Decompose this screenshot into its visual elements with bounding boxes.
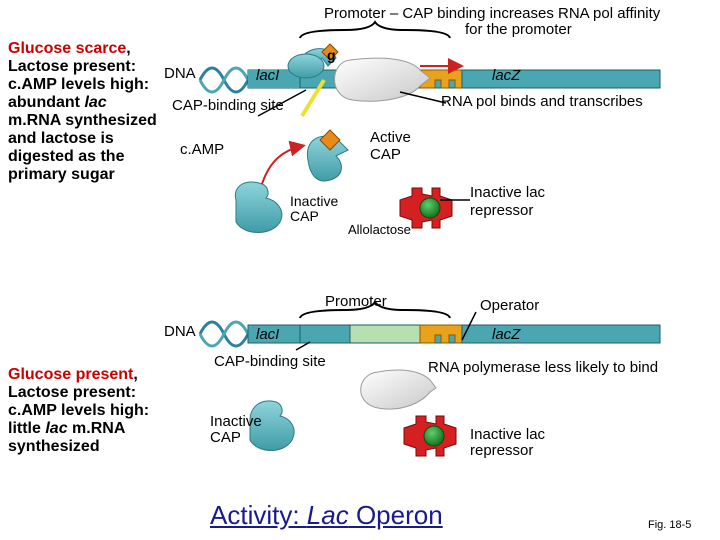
rna-pol-pointer-top — [399, 91, 447, 104]
inactive-cap-label-bottom-2: CAP — [210, 429, 241, 446]
top-heading-line2: for the promoter — [465, 21, 572, 38]
cap-site-pointer-bottom — [295, 341, 311, 351]
cap-site-highlight-top — [300, 78, 326, 118]
dna-helix-bottom — [198, 320, 250, 348]
camp-diamond-active — [319, 129, 341, 151]
inactive-repressor-bottom-1: Inactive lac — [470, 426, 546, 443]
lacz-label-bottom: lacZ — [492, 326, 521, 343]
bottom-side-text: Glucose present, Lactose present: c.AMP … — [8, 366, 150, 455]
top-heading-line1: Promoter – CAP binding increases RNA pol… — [324, 5, 661, 22]
camp-label: c.AMP — [180, 141, 225, 158]
laci-segment-top — [248, 70, 300, 88]
g-label: g — [327, 47, 336, 63]
inactive-cap-bottom — [249, 400, 295, 451]
inactive-repressor-bottom — [403, 415, 457, 457]
cap-binding-site-top: CAP-binding site — [172, 97, 284, 114]
glucose-present: Glucose present — [8, 366, 134, 383]
inactive-repressor-bottom-2: repressor — [470, 442, 534, 459]
active-cap-free — [306, 135, 349, 182]
inactive-repressor-top — [399, 187, 453, 229]
active-cap-label-2: CAP — [370, 146, 401, 163]
cap-binding-site-bottom: CAP-binding site — [214, 353, 326, 370]
active-cap-label-1: Active — [370, 129, 411, 146]
rna-pol-binds-label: RNA pol binds and transcribes — [441, 93, 643, 110]
rna-polymerase-bottom — [360, 369, 437, 410]
allolactose-label: Allolactose — [348, 222, 411, 237]
promoter-label: Promoter — [325, 293, 387, 310]
inactive-repressor-top-1: Inactive lac — [470, 184, 546, 201]
camp-binding-arrow — [261, 140, 306, 185]
dna-label-bottom: DNA — [164, 323, 196, 340]
inactive-repressor-top-2: repressor — [470, 202, 534, 219]
laci-label-top: lacI — [256, 67, 280, 84]
top-side-text: Glucose scarce, Lactose present: c.AMP l… — [8, 40, 157, 183]
lacz-segment-top — [461, 69, 661, 89]
inactive-cap-label-top-2: CAP — [290, 208, 319, 224]
rna-pol-less-likely-label: RNA polymerase less likely to bind — [428, 359, 659, 376]
operator-segment-bottom — [419, 324, 463, 344]
dna-label-top: DNA — [164, 65, 196, 82]
promoter-bracket-bottom — [299, 300, 451, 319]
activity-link[interactable]: Activity: Lac Operon — [210, 500, 443, 530]
operator-pointer-bottom — [461, 311, 477, 341]
cap-site-segment-bottom — [299, 324, 351, 344]
lacz-label-top: lacZ — [492, 67, 521, 84]
dna-helix-top — [198, 66, 250, 94]
promoter-segment-bottom — [349, 324, 421, 344]
inactive-cap-label-bottom-1: Inactive — [210, 413, 262, 430]
lacz-segment-bottom — [461, 324, 661, 344]
inactive-cap-top — [234, 181, 283, 233]
cap-site-pointer-top — [257, 89, 307, 117]
camp-diamond-bound — [321, 43, 339, 61]
figure-number: Fig. 18-5 — [648, 519, 692, 531]
inactive-cap-label-top-1: Inactive — [290, 193, 339, 209]
rna-polymerase-top — [334, 57, 431, 102]
glucose-scarce: Glucose scarce — [8, 40, 127, 57]
promoter-bracket-top — [299, 20, 451, 39]
laci-label-bottom: lacI — [256, 326, 280, 343]
operator-label: Operator — [480, 297, 540, 314]
camp-diamond-free — [228, 150, 244, 166]
